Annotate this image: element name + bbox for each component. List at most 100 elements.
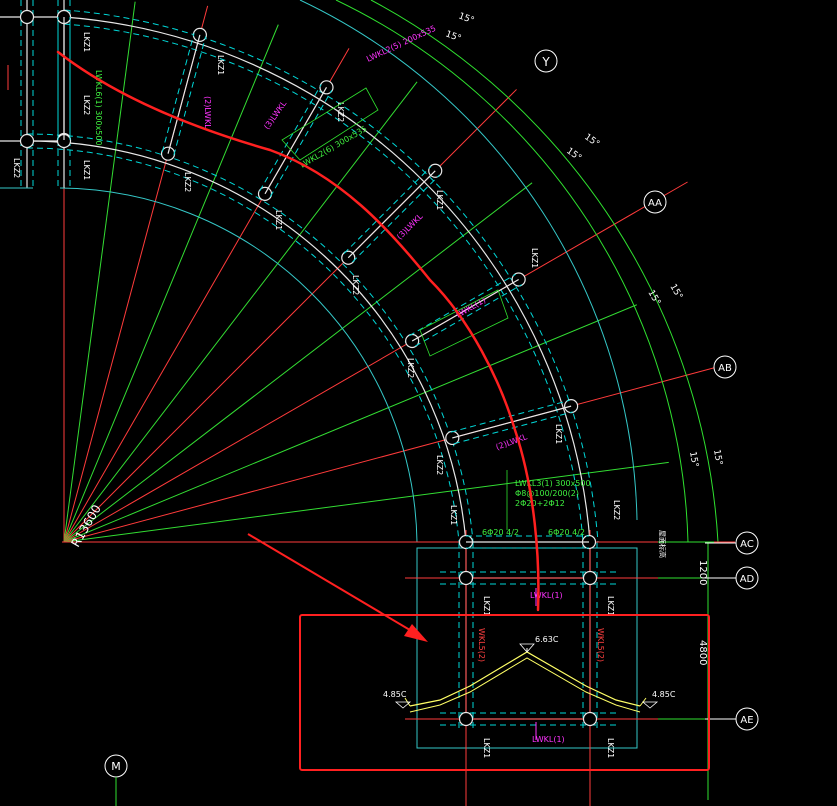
column-marker xyxy=(458,711,474,727)
column-tag: LKZ2 xyxy=(612,500,621,520)
angle-labels: 15° 15° 15° 15° 15° 15° 15° 15° xyxy=(444,11,724,468)
beam-note: 6Φ20 4/2 xyxy=(548,528,585,537)
beam-note: LWKL2(5) 200x535 xyxy=(365,24,437,64)
inner-beam-arc-dash2 xyxy=(26,147,460,543)
angle-label: 15° xyxy=(582,132,601,149)
red-label-left: WKL5(2) xyxy=(477,628,486,662)
axis-label-ab: AB xyxy=(718,363,732,374)
radial-line xyxy=(63,461,669,543)
angle-label: 15° xyxy=(667,283,684,302)
radial-line xyxy=(63,24,279,543)
radial-line xyxy=(63,181,688,543)
angle-label: 15° xyxy=(444,29,462,44)
magenta-note: (3)LWKL xyxy=(262,99,288,131)
axis-bubble-m[interactable]: M xyxy=(104,754,128,806)
radial-beam-dash xyxy=(259,84,322,192)
column-tag: LKZ1 xyxy=(449,505,458,525)
axis-bubble-ae[interactable]: AE xyxy=(735,707,759,731)
column-tag: LKZ1 xyxy=(82,32,91,52)
axis-label-aa: AA xyxy=(648,198,662,209)
radial-beam xyxy=(347,170,436,259)
column-tag: LKZ1 xyxy=(606,596,615,616)
inner-cyan-arc xyxy=(59,187,418,543)
annotation-arrow xyxy=(247,533,428,642)
inner-beam-arc xyxy=(26,140,467,543)
radial-line xyxy=(63,81,418,543)
radial-beam-dash xyxy=(343,166,432,254)
column-tag: LKZ1 xyxy=(274,210,283,230)
outer-green-arc-2 xyxy=(335,0,689,543)
dimension-4800: 4800 xyxy=(697,640,708,665)
radial-line xyxy=(63,365,721,543)
column-tag: LKZ1 xyxy=(606,738,615,758)
axis-bubble-y[interactable]: Y xyxy=(534,49,558,73)
inner-beam-arc-dash1 xyxy=(26,133,474,543)
elevation-right: 4.85C xyxy=(652,690,676,699)
magenta-annotations: (2)LWKL (3)LWKL (3)LWKL (2)LWKL LWKL(1) … xyxy=(203,96,565,744)
beam-note: 6Φ20 4/2 xyxy=(482,528,519,537)
radial-beam xyxy=(167,34,201,154)
radial-line xyxy=(63,182,533,543)
radial-beams xyxy=(57,17,589,549)
radial-line xyxy=(63,89,517,543)
axis-bubble-ab[interactable]: AB xyxy=(713,355,737,379)
angle-label: 15° xyxy=(687,451,700,468)
column-tag: LKZ1 xyxy=(482,596,491,616)
radial-beam xyxy=(411,278,519,342)
highlight-box xyxy=(299,614,710,771)
column-tags: LKZ2 LKZ1 LKZ1 LKZ1 LKZ2 LKZ1 LKZ2 LKZ1 … xyxy=(12,32,621,758)
radial-beam-dash xyxy=(173,36,207,156)
magenta-note: (3)LWKL xyxy=(395,212,425,242)
column-tag: LKZ2 xyxy=(336,102,345,122)
dimension-1200: 1200 xyxy=(697,560,708,585)
radial-beam xyxy=(264,87,328,195)
angle-label: 15° xyxy=(711,449,724,466)
column-tag: LKZ1 xyxy=(82,160,91,180)
radial-grid-lines xyxy=(63,0,721,543)
axis-label-y: Y xyxy=(541,55,550,69)
outer-cyan-arc xyxy=(299,0,638,521)
angle-label: 15° xyxy=(564,146,583,163)
column-marker xyxy=(458,570,474,586)
axis-label-ac: AC xyxy=(740,539,754,550)
radial-beam-dash xyxy=(161,33,195,153)
radial-beam-dash xyxy=(408,273,516,337)
axis-bubble-ad[interactable]: AD xyxy=(735,566,759,590)
column-tag: LKZ1 xyxy=(530,248,539,268)
outer-green-arc-1 xyxy=(370,0,719,543)
outer-beam-arc-dash2 xyxy=(63,23,584,543)
radial-beam-dash xyxy=(414,284,522,347)
axis-bubble-aa[interactable]: AA xyxy=(643,190,667,214)
red-label-right: WKL5(2) xyxy=(596,628,605,662)
magenta-note: (2)LWKL xyxy=(495,432,529,452)
magenta-note: LWKL(1) xyxy=(530,591,563,600)
column-marker xyxy=(582,570,598,586)
lower-frame xyxy=(62,530,735,806)
column-tag: LKZ2 xyxy=(406,358,415,378)
beam-note: LWKL3(1) 300x500 xyxy=(515,479,591,488)
circular-grid-arcs xyxy=(26,0,719,543)
angle-label: 15° xyxy=(457,11,475,26)
axis-bubble-ac[interactable]: AC xyxy=(735,531,759,555)
elevation-peak: 6.63C xyxy=(535,635,559,644)
beam-note: LWKL2(6) 300x535 xyxy=(299,124,369,170)
axis-label-m: M xyxy=(111,760,121,773)
column-tag: LKZ1 xyxy=(216,55,225,75)
annotation-curve xyxy=(56,50,540,612)
column-tag: LKZ2 xyxy=(351,275,360,295)
radial-beam-dash xyxy=(269,90,333,198)
magenta-note: (2)LWKL xyxy=(203,96,212,129)
column-tag: LKZ1 xyxy=(435,190,444,210)
top-left-frame xyxy=(0,0,71,189)
axis-label-ae: AE xyxy=(740,715,753,726)
radial-beam-dash xyxy=(352,174,440,263)
beam-note: LWKL6(1) 300x500 xyxy=(94,70,103,146)
magenta-note: LWKL(1) xyxy=(532,735,565,744)
column-tag: LKZ2 xyxy=(435,455,444,475)
roof-elevation-label: 屋面标高 xyxy=(658,530,667,558)
radial-line xyxy=(63,1,136,543)
column-tag: LKZ1 xyxy=(482,738,491,758)
column-marker xyxy=(19,9,35,25)
angle-label: 15° xyxy=(645,289,662,308)
